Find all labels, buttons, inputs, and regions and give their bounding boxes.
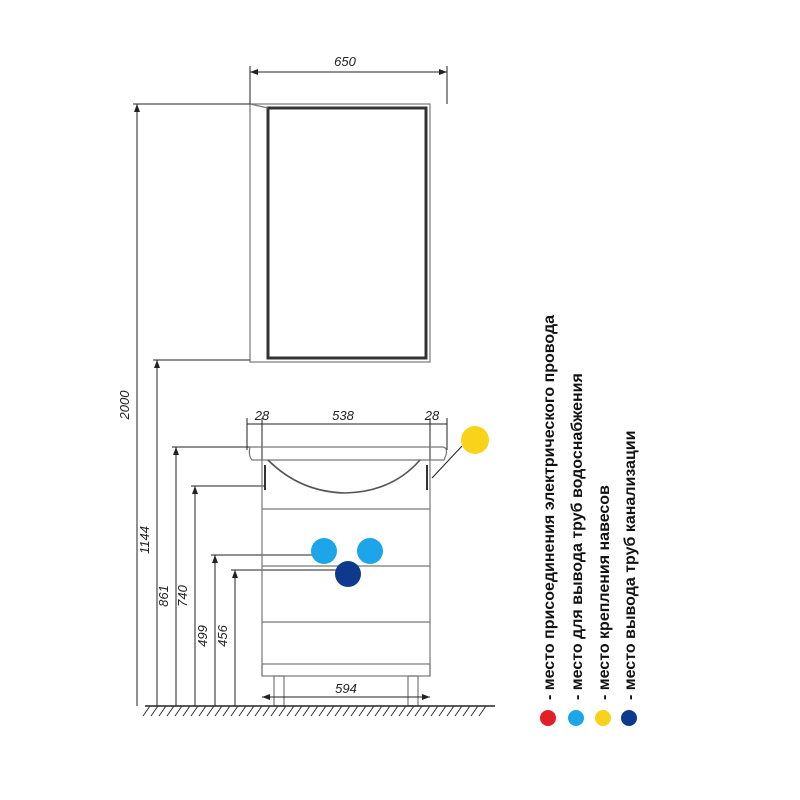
mirror-bevel-line <box>249 103 269 109</box>
floor-hatch <box>446 705 455 717</box>
arrow-right <box>439 69 447 75</box>
floor-hatch <box>414 705 423 717</box>
floor-hatch <box>142 705 151 717</box>
hanger-point-marker <box>461 426 489 454</box>
legend-item-sewer: - место вывода труб канализации <box>622 431 639 700</box>
floor-hatch <box>174 705 183 717</box>
floor-hatch <box>254 705 263 717</box>
floor-hatch <box>158 705 167 717</box>
floor-hatch <box>230 705 239 717</box>
floor-hatch <box>398 705 407 717</box>
floor-hatch <box>262 705 271 717</box>
floor-hatch <box>166 705 175 717</box>
legend-swatch-sewer <box>621 710 637 726</box>
height-2000-label: 2000 <box>117 390 132 421</box>
arrow-left <box>250 69 258 75</box>
basin-inner-label: 538 <box>332 408 354 423</box>
arrow-2000 <box>134 104 140 112</box>
connection-markers <box>311 426 489 587</box>
floor-hatch <box>286 705 295 717</box>
basin-width-dimensions: 28 538 28 <box>246 408 448 487</box>
floor-hatch <box>358 705 367 717</box>
floor-hatch <box>318 705 327 717</box>
floor-hatch <box>454 705 463 717</box>
floor-hatch <box>294 705 303 717</box>
legend-item-hanger: - место крепления навесов <box>596 485 613 700</box>
floor-hatch <box>302 705 311 717</box>
floor-hatch <box>198 705 207 717</box>
floor-hatch <box>278 705 287 717</box>
floor-hatch <box>422 705 431 717</box>
mirror-outer-frame <box>249 103 431 363</box>
height-499-label: 499 <box>195 625 210 647</box>
floor-hatch <box>310 705 319 717</box>
floor-hatch <box>390 705 399 717</box>
floor-hatch <box>374 705 383 717</box>
floor-hatch <box>438 705 447 717</box>
water-supply-marker-right <box>357 538 383 564</box>
legend-swatch-electric <box>540 710 556 726</box>
leader-line <box>431 445 463 479</box>
cabinet-width-dimension: 594 <box>262 681 430 700</box>
floor <box>142 705 495 717</box>
floor-hatch <box>206 705 215 717</box>
floor-hatch <box>326 705 335 717</box>
washbasin-bowl <box>267 459 421 494</box>
legend-item-electric: - место присоединения электрического про… <box>541 315 558 700</box>
height-861-label: 861 <box>156 585 171 607</box>
water-supply-marker-left <box>311 538 337 564</box>
floor-hatch <box>342 705 351 717</box>
mirror <box>249 103 431 363</box>
arrow-499 <box>212 555 218 563</box>
cabinet-plinth <box>261 663 431 677</box>
floor-hatch <box>462 705 471 717</box>
floor-hatch <box>350 705 359 717</box>
cabinet-leg-left <box>273 675 285 707</box>
floor-hatch <box>406 705 415 717</box>
vertical-dimensions: 2000 1144 861 740 499 456 <box>117 103 345 706</box>
floor-hatch <box>430 705 439 717</box>
basin-side-right-label: 28 <box>424 408 440 423</box>
floor-hatch <box>270 705 279 717</box>
sewer-outlet-marker <box>335 561 361 587</box>
floor-hatch <box>222 705 231 717</box>
basin-side-left-label: 28 <box>254 408 270 423</box>
floor-hatch <box>366 705 375 717</box>
floor-hatch <box>478 705 487 717</box>
floor-hatch <box>246 705 255 717</box>
mirror-width-label: 650 <box>334 54 356 69</box>
height-1144-label: 1144 <box>137 526 152 554</box>
mirror-width-dimension: 650 <box>249 54 448 104</box>
washbasin-countertop <box>248 446 448 461</box>
floor-hatch <box>382 705 391 717</box>
arrow-861 <box>173 447 179 455</box>
height-456-label: 456 <box>215 624 230 646</box>
floor-hatch <box>470 705 479 717</box>
cabinet-width-label: 594 <box>335 681 357 696</box>
floor-hatch <box>190 705 199 717</box>
mirror-glass-frame <box>266 106 428 360</box>
legend: - место присоединения электрического про… <box>540 315 639 726</box>
cabinet-leg-right <box>407 675 419 707</box>
floor-hatch <box>182 705 191 717</box>
legend-item-water: - место для вывода труб водоснабжения <box>569 373 586 700</box>
arrow-right <box>422 694 430 700</box>
floor-hatch <box>214 705 223 717</box>
arrow-left <box>262 694 270 700</box>
legend-swatch-hanger <box>595 710 611 726</box>
arrow-740 <box>192 486 198 494</box>
arrow-1144 <box>154 360 160 368</box>
height-740-label: 740 <box>175 584 190 606</box>
legend-swatch-water <box>568 710 584 726</box>
floor-hatch <box>334 705 343 717</box>
floor-hatch <box>238 705 247 717</box>
arrow-456 <box>232 570 238 578</box>
floor-hatch <box>150 705 159 717</box>
